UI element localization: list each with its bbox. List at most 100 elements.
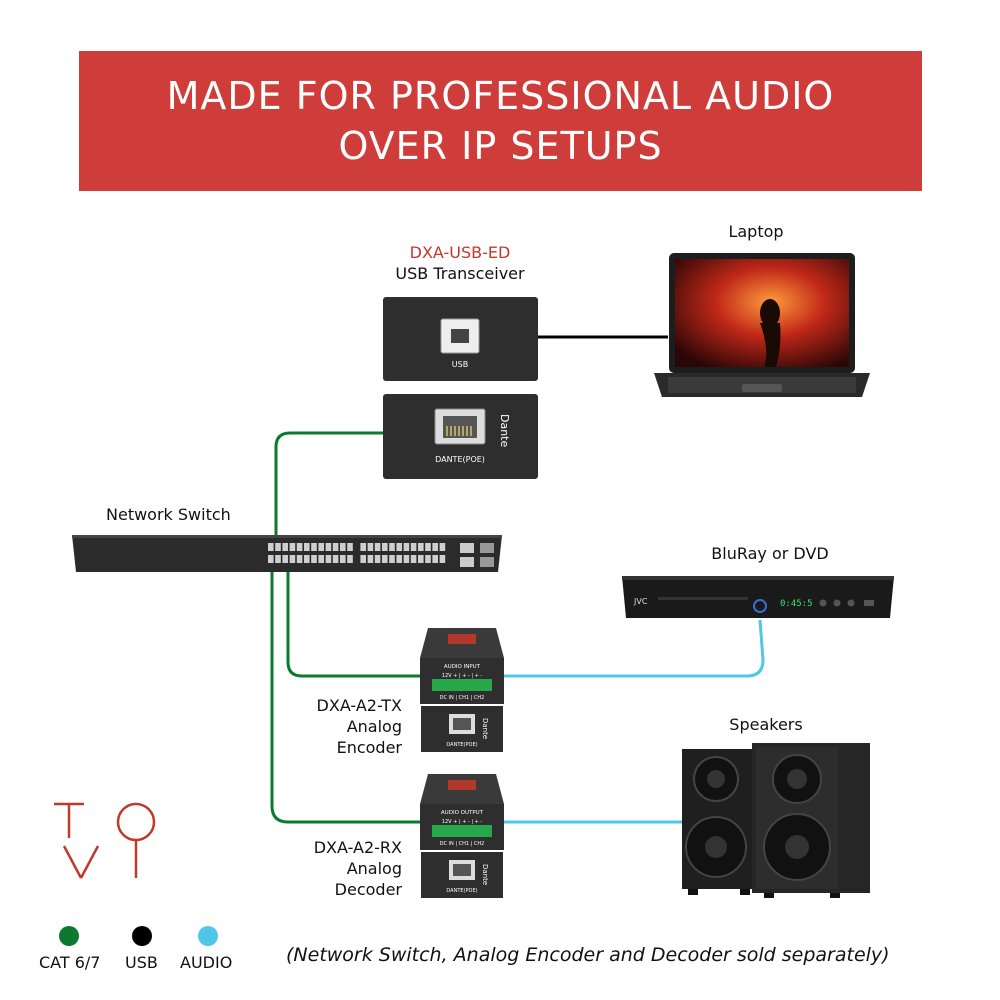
cat-cable-switch-to-usb — [274, 431, 384, 540]
switch-port — [325, 555, 332, 563]
switch-port — [311, 555, 317, 563]
bluray-brand: JVC — [633, 597, 648, 606]
switch-port — [332, 543, 339, 551]
usb-transceiver-dante-side: DANTE(POE) Dante — [383, 394, 538, 479]
switch-port — [439, 543, 446, 551]
encoder-audio-side: AUDIO INPUT 12V + | + - | + - DC IN | CH… — [420, 628, 504, 704]
decoder-label: DXA-A2-RX Analog Decoder — [296, 837, 402, 900]
speakers-image — [682, 743, 870, 898]
legend-label-audio: AUDIO — [180, 953, 233, 972]
decoder-pins: 12V + | + - | + - — [442, 819, 483, 825]
speakers-label: Speakers — [729, 715, 803, 734]
encoder-pins: 12V + | + - | + - — [442, 673, 483, 679]
switch-port — [389, 543, 395, 551]
encoder-model: DXA-A2-TX — [316, 696, 402, 715]
switch-port — [340, 555, 346, 563]
banner-line-2: OVER IP SETUPS — [338, 124, 663, 168]
dante-logo: Dante — [498, 414, 511, 447]
encoder-dante-side: DANTE(POE) Dante — [421, 706, 503, 752]
tovi-logo — [54, 802, 156, 879]
switch-port — [311, 543, 317, 551]
switch-port — [374, 543, 381, 551]
switch-port — [374, 555, 381, 563]
decoder-audio-side: AUDIO OUTPUT 12V + | + - | + - DC IN | C… — [420, 774, 504, 850]
switch-port — [268, 555, 274, 563]
usb-device-model: DXA-USB-ED — [409, 243, 511, 262]
legend-dot-cat — [59, 926, 79, 946]
switch-port — [282, 555, 288, 563]
usb-port-label: USB — [452, 360, 468, 369]
switch-port — [275, 555, 281, 563]
switch-port — [425, 543, 431, 551]
switch-port — [425, 555, 431, 563]
sold-separately-note: (Network Switch, Analog Encoder and Deco… — [286, 944, 890, 966]
switch-port — [268, 543, 274, 551]
legend-label-cat: CAT 6/7 — [39, 953, 101, 972]
switch-port — [289, 555, 296, 563]
decoder-line3: Decoder — [334, 880, 402, 899]
switch-port — [282, 543, 288, 551]
switch-port — [439, 555, 446, 563]
switch-port — [418, 543, 424, 551]
switch-port — [382, 555, 388, 563]
legend-label-usb: USB — [125, 953, 158, 972]
switch-port — [410, 555, 417, 563]
cat-cable-switch-to-encoder — [286, 570, 420, 678]
switch-port — [332, 555, 339, 563]
switch-port — [432, 555, 438, 563]
switch-port — [347, 543, 353, 551]
decoder-line2: Analog — [346, 859, 402, 878]
switch-port — [275, 543, 281, 551]
banner-line-1: MADE FOR PROFESSIONAL AUDIO — [166, 74, 835, 118]
encoder-dante-port: DANTE(POE) — [446, 742, 477, 748]
encoder-line3: Encoder — [336, 738, 402, 757]
switch-port — [340, 543, 346, 551]
switch-port — [432, 543, 438, 551]
switch-port — [318, 543, 324, 551]
switch-port — [296, 543, 303, 551]
switch-port — [396, 555, 402, 563]
switch-port — [296, 555, 303, 563]
usb-transceiver-usb-side: USB — [383, 297, 538, 381]
switch-port — [304, 543, 310, 551]
switch-port — [289, 543, 296, 551]
switch-port — [382, 543, 388, 551]
switch-port — [396, 543, 402, 551]
switch-port — [304, 555, 310, 563]
legend-dot-audio — [198, 926, 218, 946]
network-switch-label: Network Switch — [106, 505, 231, 524]
bluray-label: BluRay or DVD — [711, 544, 829, 563]
switch-port — [347, 555, 353, 563]
encoder-panel-title: AUDIO INPUT — [444, 664, 481, 670]
switch-port — [367, 555, 374, 563]
audio-cable-bluray-to-encoder — [500, 619, 765, 678]
switch-port — [325, 543, 332, 551]
laptop-label: Laptop — [728, 222, 784, 241]
title-banner: MADE FOR PROFESSIONAL AUDIO OVER IP SETU… — [79, 51, 922, 191]
cat-cable-switch-to-decoder — [270, 570, 420, 824]
laptop-image — [654, 253, 870, 397]
decoder-panel-title: AUDIO OUTPUT — [441, 810, 484, 816]
encoder-dante-logo: Dante — [481, 718, 489, 739]
switch-port — [418, 555, 424, 563]
network-switch-image — [72, 535, 502, 572]
switch-port — [403, 543, 410, 551]
decoder-model: DXA-A2-RX — [313, 838, 402, 857]
switch-port — [403, 555, 410, 563]
switch-port — [389, 555, 395, 563]
switch-port — [360, 543, 366, 551]
decoder-dante-port: DANTE(POE) — [446, 888, 477, 894]
decoder-ch: DC IN | CH1 | CH2 — [440, 841, 485, 847]
decoder-dante-logo: Dante — [481, 864, 489, 885]
bluray-display: 0:45:5 — [780, 599, 813, 609]
legend-dot-usb — [132, 926, 152, 946]
usb-dante-port-label: DANTE(POE) — [435, 455, 485, 464]
encoder-label: DXA-A2-TX Analog Encoder — [296, 695, 402, 758]
encoder-line2: Analog — [346, 717, 402, 736]
usb-device-type: USB Transceiver — [395, 264, 525, 283]
switch-port — [318, 555, 324, 563]
switch-port — [360, 555, 366, 563]
switch-port — [367, 543, 374, 551]
switch-port — [410, 543, 417, 551]
